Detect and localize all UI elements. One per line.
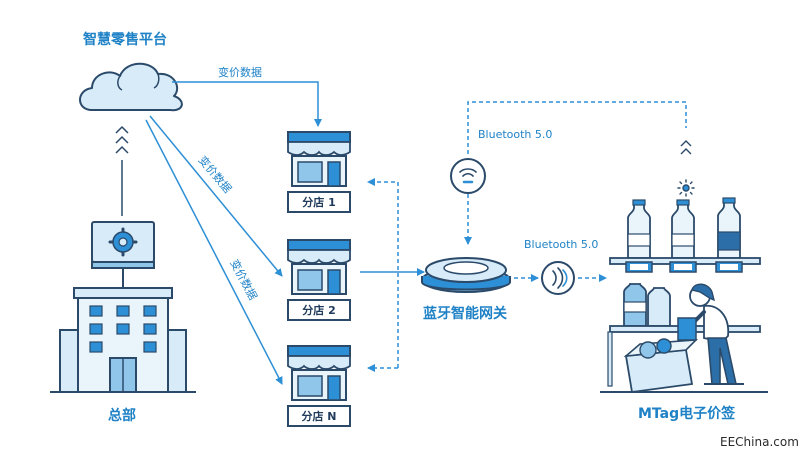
- store-n: 分店 N: [287, 345, 351, 427]
- store-1: 分店 1: [287, 131, 351, 213]
- bluetooth-loop-top: [467, 101, 687, 154]
- storefront-icon: [287, 345, 351, 401]
- hq-building-icon: [50, 287, 196, 393]
- price-data-label-diag1: 变价数据: [196, 153, 235, 196]
- store-2-tag: [287, 299, 351, 321]
- platform-title: 智慧零售平台: [82, 31, 167, 48]
- storefront-icon: [287, 131, 351, 187]
- store-n-label: 分店 N: [301, 409, 336, 423]
- wireless-signal-icon: [450, 158, 486, 194]
- electronic-price-tag: [715, 261, 743, 273]
- bottle-icon: [623, 283, 647, 327]
- bluetooth-label-mid: Bluetooth 5.0: [524, 238, 598, 251]
- nfc-signal-icon: [541, 261, 575, 295]
- bluetooth-gateway-icon: [421, 257, 511, 293]
- gateway-to-store1-link: [367, 178, 399, 368]
- watermark-text: EEChina.com: [720, 435, 799, 449]
- store-1-label: 分店 1: [302, 195, 335, 209]
- gateway-label: 蓝牙智能网关: [423, 305, 507, 322]
- signal-chevrons-icon: [680, 140, 692, 155]
- sparkle-icon: [677, 179, 695, 197]
- bottle-icon: [717, 197, 741, 259]
- price-data-arrow-store1: [172, 81, 322, 127]
- price-data-arrow-store2: [149, 115, 283, 277]
- product-box-icon: [623, 338, 699, 394]
- handheld-product-icon: [677, 317, 697, 341]
- price-data-label-top: 变价数据: [218, 65, 262, 79]
- cloud-icon: [79, 62, 183, 112]
- mtag-label: MTag电子价签: [638, 405, 736, 422]
- shopper-figure: [677, 283, 744, 385]
- price-data-label-diag2: 变价数据: [227, 257, 260, 302]
- store-1-tag: [287, 191, 351, 213]
- bottle-icon: [647, 287, 671, 327]
- upload-chevrons-icon: [115, 125, 129, 154]
- store-n-tag: [287, 405, 351, 427]
- hq-label: 总部: [108, 407, 136, 424]
- hq-monitor-icon: [91, 221, 155, 288]
- store-2-label: 分店 2: [302, 303, 335, 317]
- bottle-icon: [627, 199, 651, 259]
- retail-shelf-illustration: [600, 197, 768, 394]
- gear-icon: [108, 227, 138, 257]
- bluetooth-label-top: Bluetooth 5.0: [478, 128, 552, 141]
- storefront-icon: [287, 239, 351, 295]
- store-2: 分店 2: [287, 239, 351, 321]
- electronic-price-tag: [669, 261, 697, 273]
- electronic-price-tag: [625, 261, 653, 273]
- bottle-icon: [671, 199, 695, 259]
- price-data-arrow-storeN: [145, 119, 283, 385]
